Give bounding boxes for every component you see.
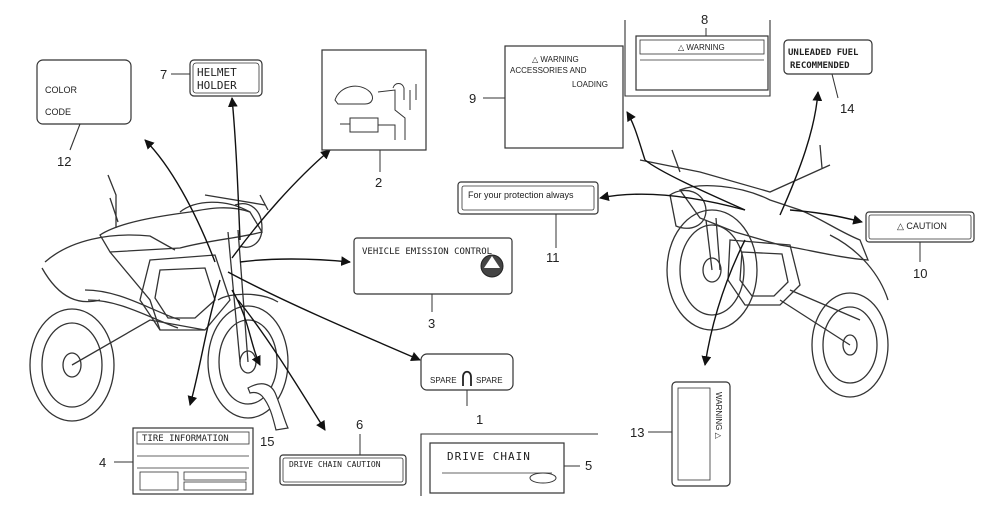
unleaded-fuel-line2: RECOMMENDED [790, 61, 850, 71]
unleaded-fuel-line1: UNLEADED FUEL [788, 48, 859, 58]
tire-information-title: TIRE INFORMATION [142, 434, 229, 444]
part-number-9: 9 [469, 91, 476, 106]
label-warning-vertical[interactable]: WARNING △ [671, 381, 731, 487]
accessories-warning-line1: △ WARNING [532, 55, 579, 64]
label-unleaded-fuel[interactable]: UNLEADED FUEL RECOMMENDED [783, 39, 873, 75]
drive-chain-text: DRIVE CHAIN [447, 450, 531, 463]
warning-8-text: △ WARNING [678, 43, 725, 52]
part-number-12: 12 [57, 154, 71, 169]
color-code-line2: CODE [45, 107, 71, 117]
helmet-holder-line2: HOLDER [197, 79, 237, 92]
part-number-2: 2 [375, 175, 382, 190]
part-number-6: 6 [356, 417, 363, 432]
label-color-code[interactable]: COLOR CODE [36, 59, 132, 125]
part-number-7: 7 [160, 67, 167, 82]
accessories-warning-line3: LOADING [572, 80, 608, 89]
part-number-3: 3 [428, 316, 435, 331]
caution-text: △ CAUTION [897, 221, 947, 231]
spare-text-right: SPARE [476, 376, 503, 385]
label-schematic-2[interactable] [321, 49, 427, 151]
label-spare[interactable]: SPARE SPARE [420, 353, 514, 391]
part-number-10: 10 [913, 266, 927, 281]
protection-text: For your protection always [468, 190, 574, 200]
label-warning-8[interactable]: △ WARNING [624, 20, 771, 97]
color-code-line1: COLOR [45, 85, 78, 95]
part-number-13: 13 [630, 425, 644, 440]
left-motorcycle-illustration [29, 174, 289, 422]
part-number-5: 5 [585, 458, 592, 473]
part-number-8: 8 [701, 12, 708, 27]
label-vehicle-emission-control[interactable]: VEHICLE EMISSION CONTROL [353, 237, 513, 295]
accessories-warning-line2: ACCESSORIES AND [510, 66, 587, 75]
label-caution[interactable]: △ CAUTION [865, 211, 975, 243]
label-helmet-holder[interactable]: HELMET HOLDER [189, 59, 263, 97]
drive-chain-caution-text: DRIVE CHAIN CAUTION [289, 460, 381, 469]
part-number-4: 4 [99, 455, 106, 470]
vertical-warning-text: WARNING △ [714, 392, 723, 440]
part-number-1: 1 [476, 412, 483, 427]
spare-text-left: SPARE [430, 376, 457, 385]
label-warning-accessories[interactable]: △ WARNING ACCESSORIES AND LOADING [504, 45, 624, 149]
part-number-15: 15 [260, 434, 274, 449]
part-number-11: 11 [546, 250, 560, 265]
schematic-drawing [334, 83, 417, 140]
label-curved-strip-15[interactable] [247, 383, 289, 431]
label-protection[interactable]: For your protection always [457, 181, 599, 215]
right-motorcycle-illustration [639, 144, 889, 398]
helmet-holder-line1: HELMET [197, 66, 237, 79]
label-drive-chain[interactable]: DRIVE CHAIN [420, 433, 598, 496]
spare-hook-icon [462, 370, 472, 386]
part-number-14: 14 [840, 101, 854, 116]
emission-text: VEHICLE EMISSION CONTROL [362, 247, 492, 257]
callout-arrows [144, 91, 863, 431]
label-tire-information[interactable]: TIRE INFORMATION [132, 427, 254, 495]
label-drive-chain-caution[interactable]: DRIVE CHAIN CAUTION [279, 454, 407, 486]
chain-adjuster-icon [529, 472, 557, 484]
wing-icon [484, 256, 500, 268]
